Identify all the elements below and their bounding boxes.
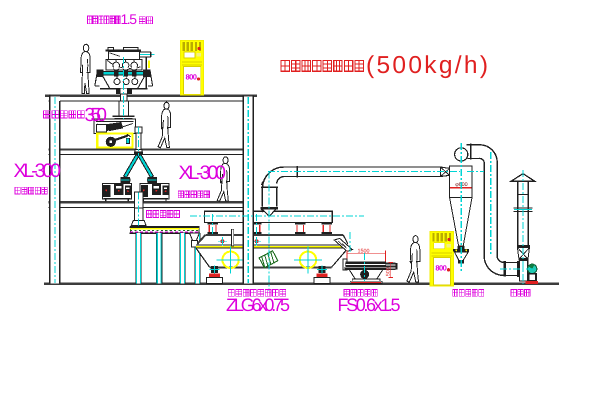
svg-text:500: 500 bbox=[386, 267, 392, 276]
svg-text:FS0.6x1.5: FS0.6x1.5 bbox=[338, 295, 401, 315]
svg-text:1500: 1500 bbox=[358, 249, 370, 255]
svg-text:1.5: 1.5 bbox=[121, 11, 138, 27]
svg-text:XL-300: XL-300 bbox=[179, 162, 227, 184]
svg-text:800: 800 bbox=[186, 73, 198, 82]
svg-text:ZLG6x0.75: ZLG6x0.75 bbox=[226, 295, 290, 315]
svg-text:(500kg/h): (500kg/h) bbox=[366, 52, 488, 79]
svg-text:350: 350 bbox=[85, 105, 108, 126]
svg-text:XL-300: XL-300 bbox=[14, 160, 62, 182]
svg-text:800: 800 bbox=[435, 263, 447, 272]
